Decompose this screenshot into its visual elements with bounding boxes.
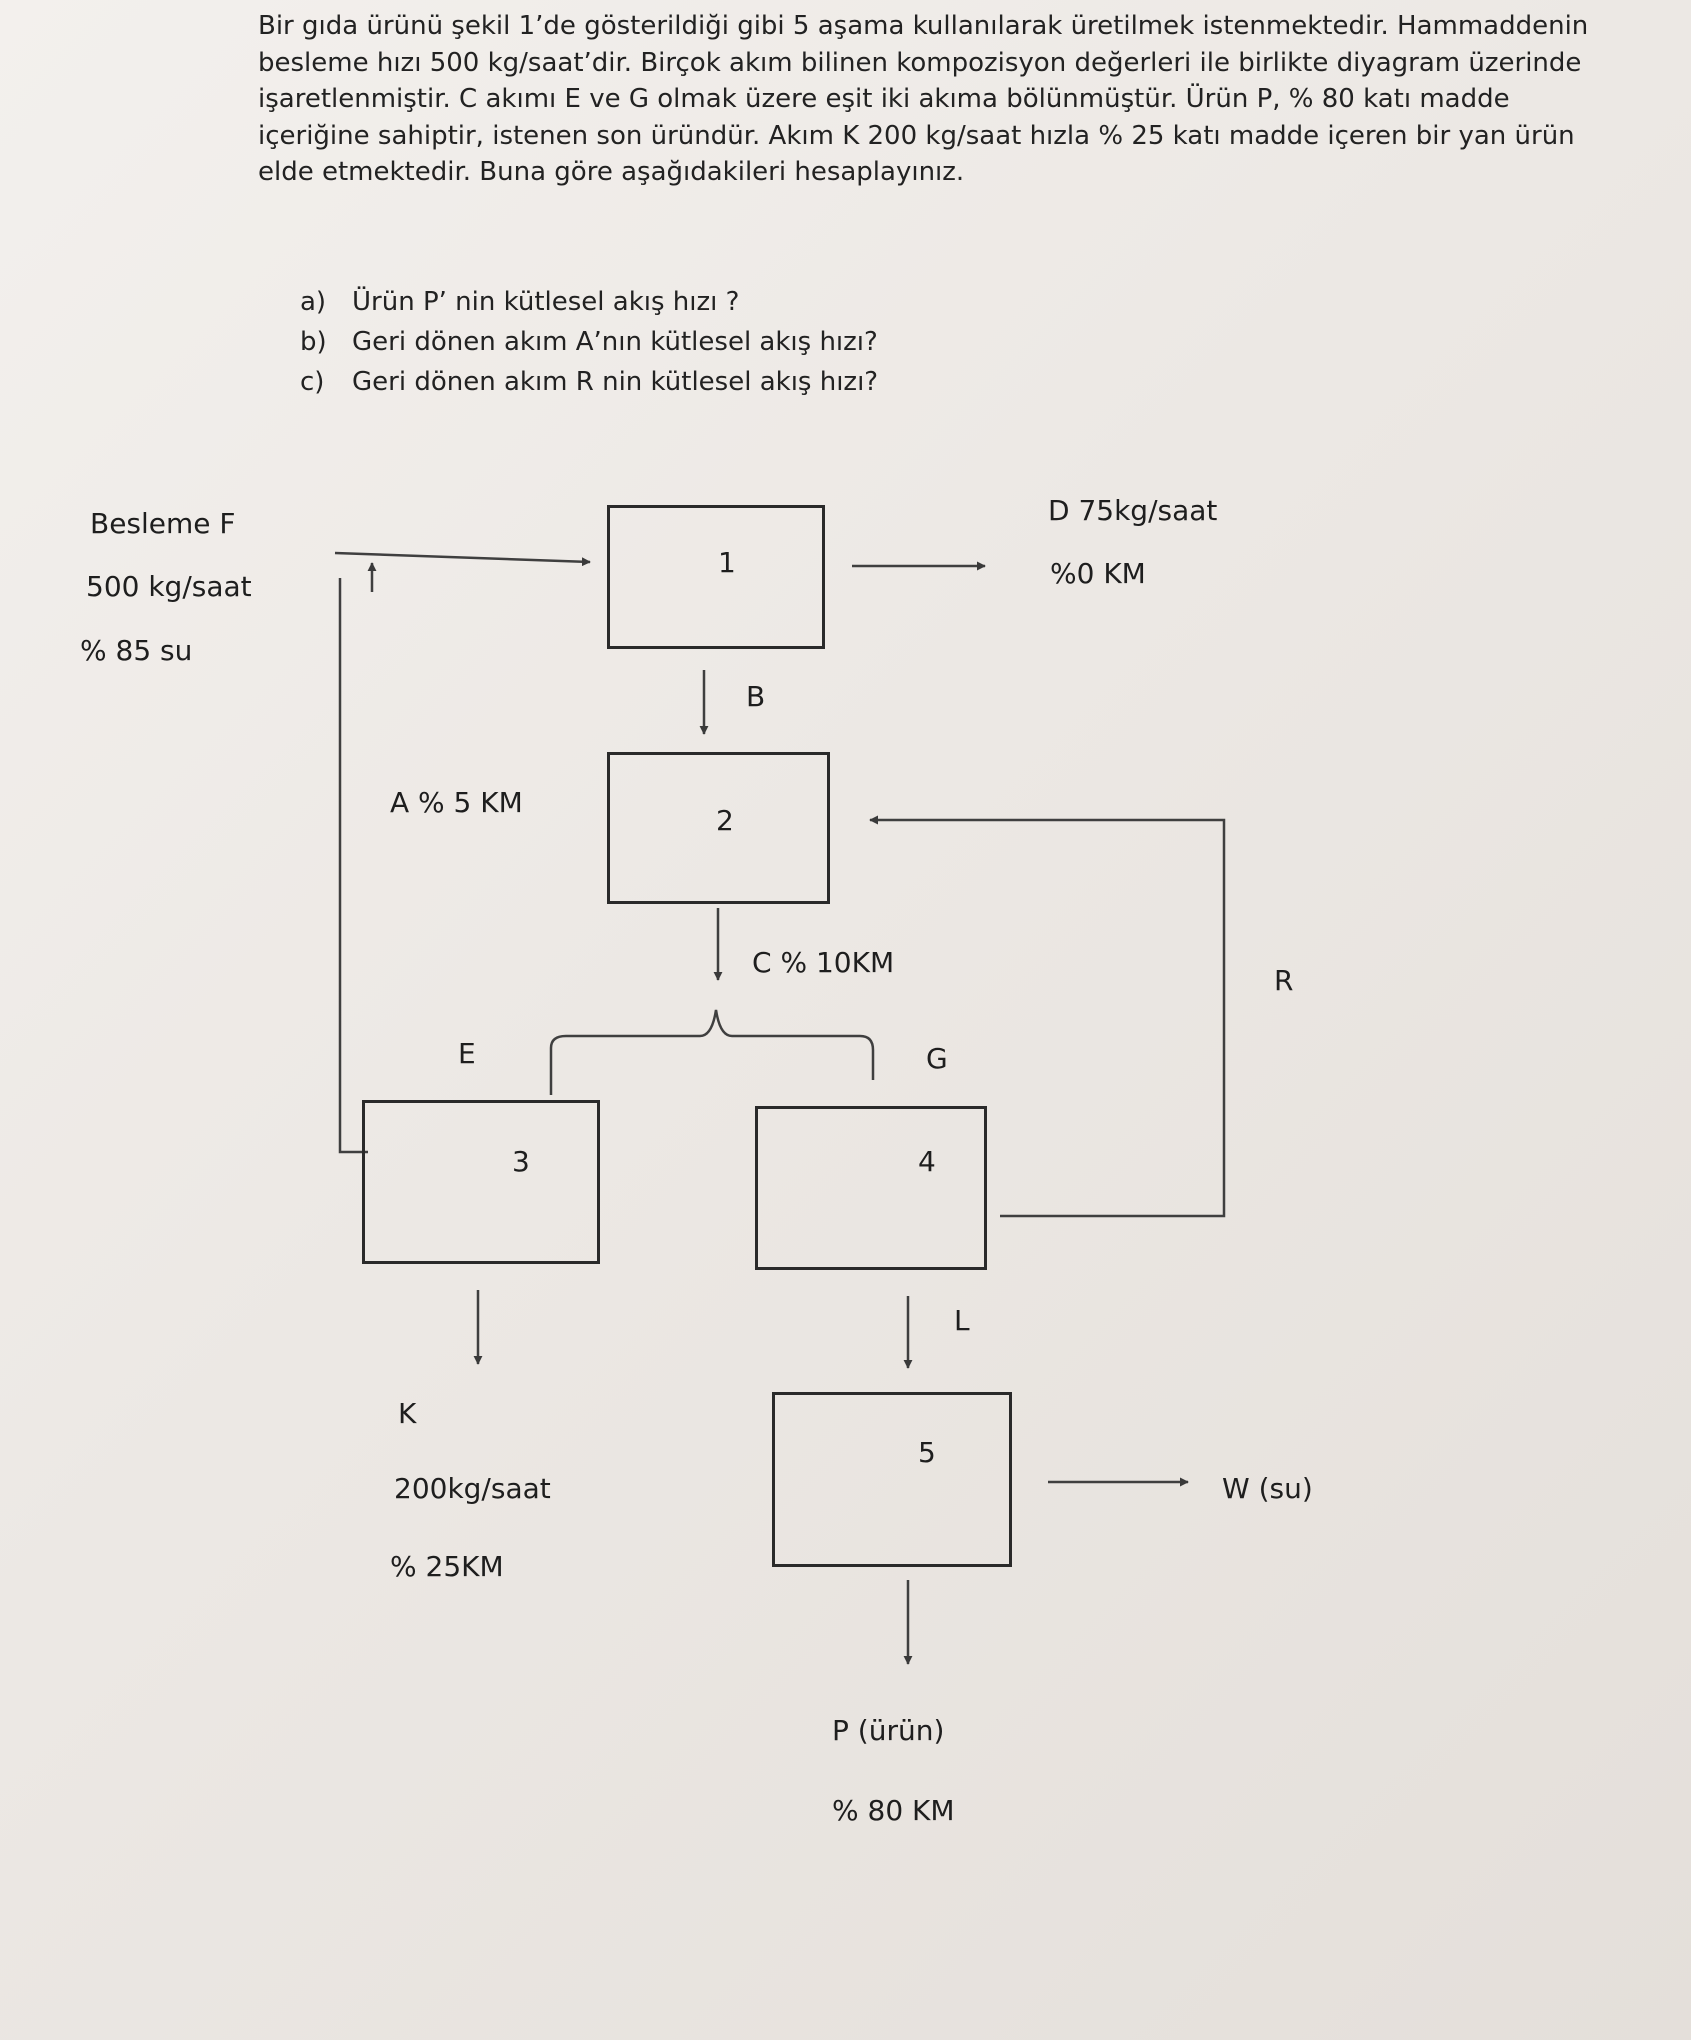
unit-5-box	[772, 1392, 1012, 1567]
stream-split-line	[549, 1009, 875, 1095]
stream-d-composition: %0 KM	[1050, 557, 1146, 590]
unit-3-box	[362, 1100, 600, 1264]
unit-4-label: 4	[918, 1145, 936, 1178]
question-letter: a)	[300, 287, 327, 317]
unit-1-box	[607, 505, 825, 649]
question-list: a) Ürün P’ nin kütlesel akış hızı ? b) Ger…	[300, 282, 878, 402]
stream-e-label: E	[458, 1037, 476, 1070]
question-letter: c)	[300, 367, 325, 397]
product-composition: % 80 KM	[832, 1794, 955, 1827]
stream-f-line	[334, 551, 591, 567]
product-name: P (ürün)	[832, 1714, 945, 1747]
stream-b-label: B	[746, 680, 766, 713]
unit-5-label: 5	[918, 1436, 936, 1469]
unit-4-box	[755, 1106, 987, 1270]
stream-r-line	[900, 818, 1226, 1218]
unit-1-label: 1	[718, 546, 736, 579]
stream-l-label: L	[954, 1304, 970, 1337]
feed-composition: % 85 su	[80, 634, 193, 667]
stream-w-label: W (su)	[1222, 1472, 1313, 1505]
stream-a-line	[338, 578, 368, 1154]
question-a: a) Ürün P’ nin kütlesel akış hızı ?	[300, 282, 878, 322]
question-b: b) Geri dönen akım A’nın kütlesel akış hı…	[300, 322, 878, 362]
unit-2-label: 2	[716, 804, 734, 837]
question-text: Geri dönen akım R nin kütlesel akış hızı…	[352, 367, 879, 397]
stream-r-label: R	[1274, 964, 1294, 997]
question-text: Ürün P’ nin kütlesel akış hızı ?	[352, 287, 740, 317]
stream-g-label: G	[926, 1042, 948, 1075]
stream-k-name: K	[398, 1397, 417, 1430]
problem-statement: Bir gıda ürünü şekil 1’de gösterildiği g…	[258, 11, 1589, 187]
unit-2-box	[607, 752, 830, 904]
stream-k-rate: 200kg/saat	[394, 1472, 551, 1505]
stream-c-label: C % 10KM	[752, 946, 895, 979]
question-text: Geri dönen akım A’nın kütlesel akış hızı…	[352, 327, 878, 357]
stream-d-rate: D 75kg/saat	[1048, 494, 1218, 527]
feed-rate: 500 kg/saat	[86, 570, 252, 603]
feed-name: Besleme F	[90, 507, 236, 540]
unit-3-label: 3	[512, 1145, 530, 1178]
stream-a-label: A % 5 KM	[390, 786, 523, 819]
question-letter: b)	[300, 327, 327, 357]
question-c: c) Geri dönen akım R nin kütlesel akış hı…	[300, 362, 878, 402]
stream-k-composition: % 25KM	[390, 1550, 504, 1583]
